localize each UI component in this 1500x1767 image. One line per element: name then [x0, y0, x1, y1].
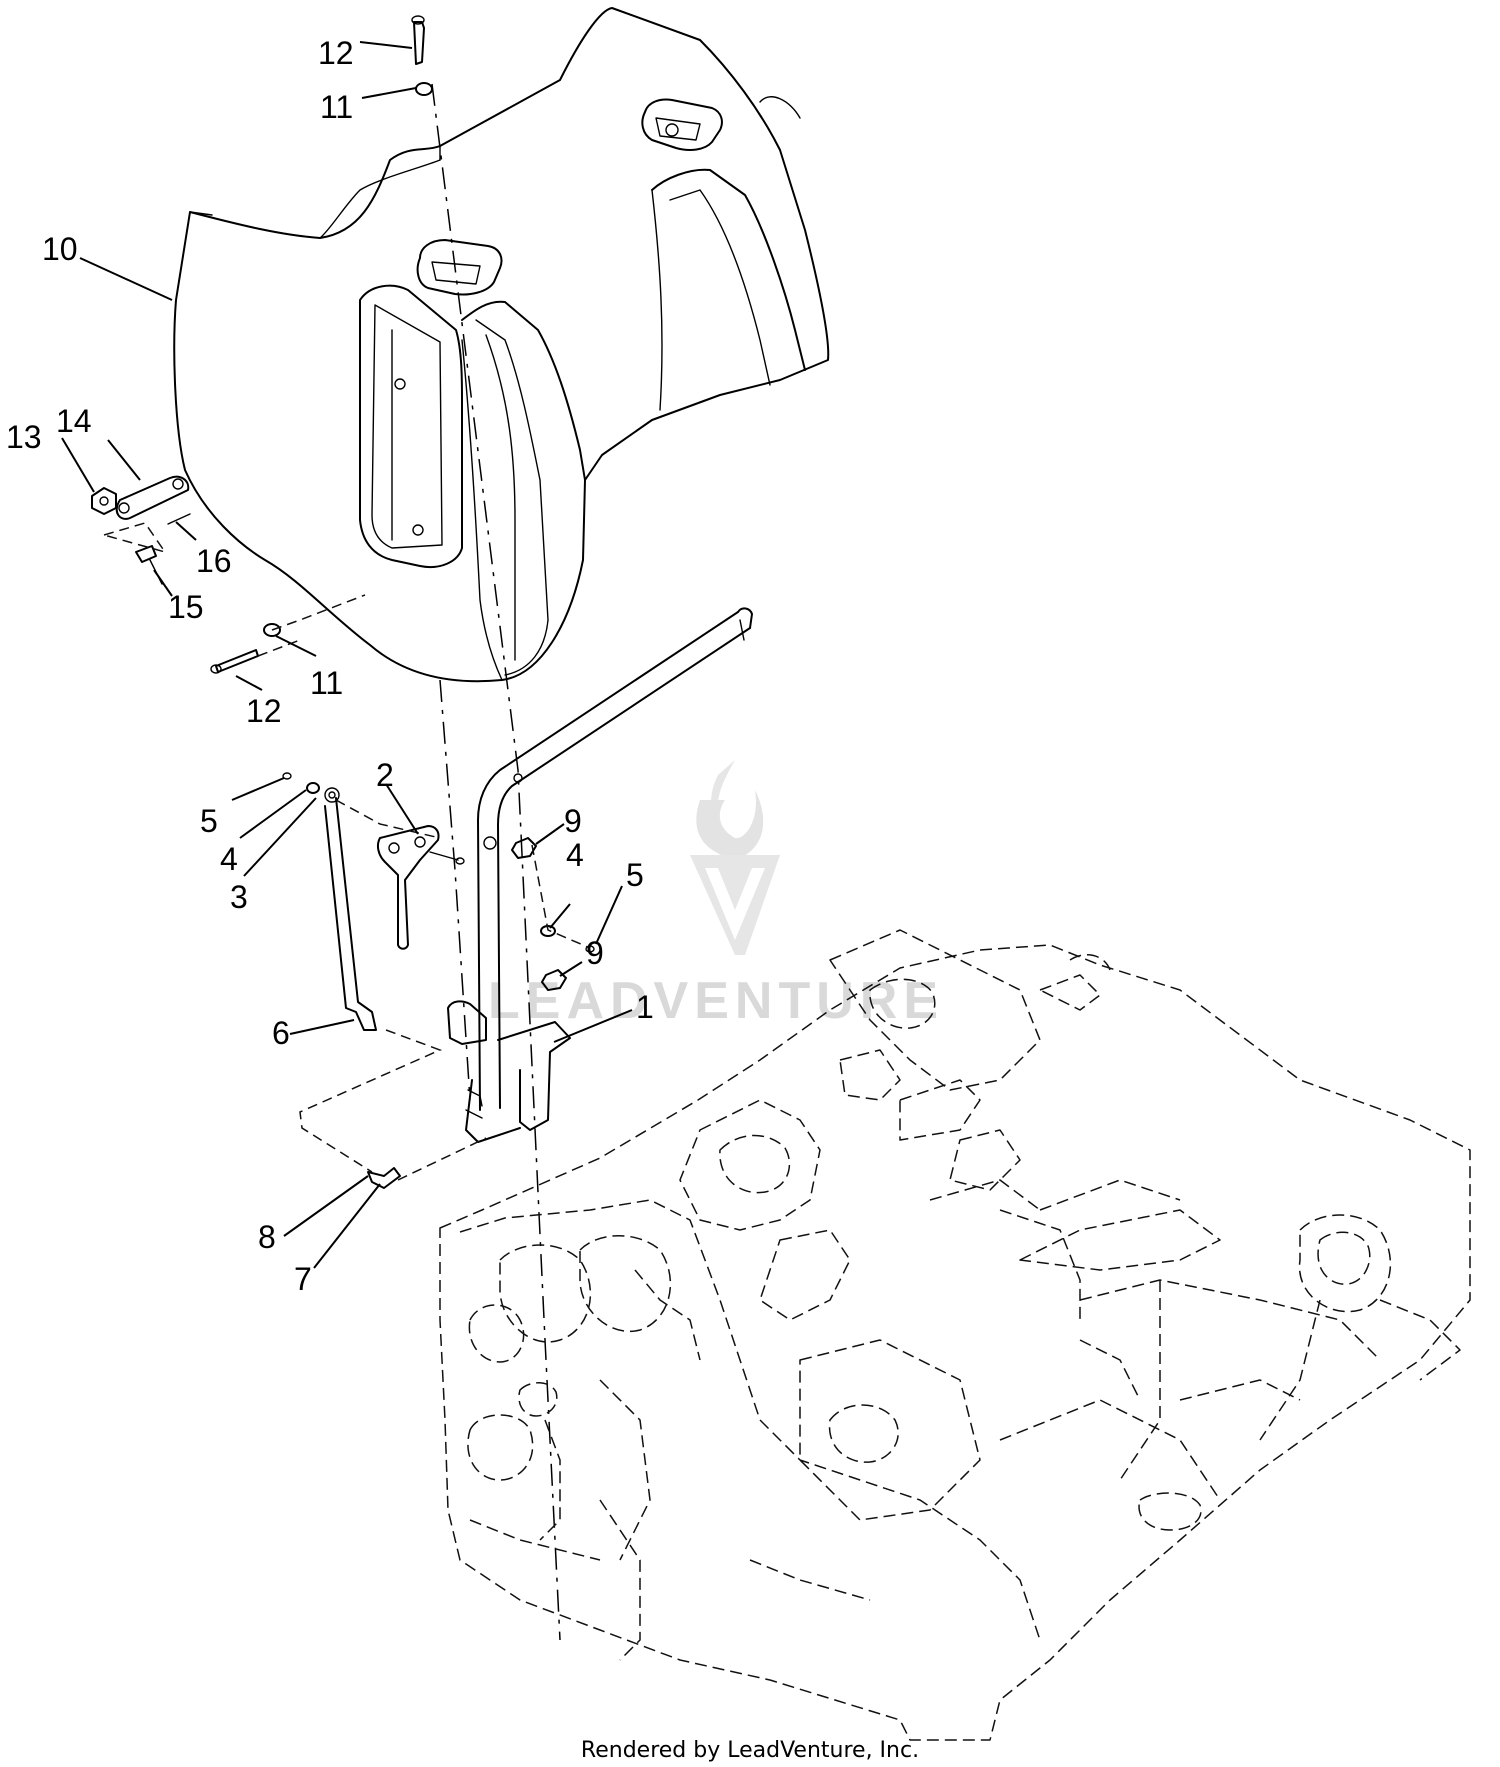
callout-5: 5	[626, 857, 644, 893]
callout-6: 6	[272, 1015, 290, 1051]
chassis-frame	[439, 929, 1471, 1741]
callout-9: 9	[564, 803, 582, 839]
callout-4: 4	[566, 837, 584, 873]
callout-3: 3	[230, 879, 248, 915]
leadventure-watermark	[690, 760, 780, 955]
rod	[324, 787, 377, 1031]
callout-5: 5	[200, 803, 218, 839]
callout-15: 15	[168, 589, 204, 625]
callout-leaders	[61, 41, 633, 1269]
alignment-line	[431, 83, 561, 1641]
console-cover	[173, 7, 830, 683]
callout-12: 12	[318, 35, 354, 71]
callout-9: 9	[586, 935, 604, 971]
callout-labels: 12 11 10 13 14 16 15 11 12 2 5 4 3 9 4 5…	[6, 35, 654, 1297]
callout-14: 14	[56, 403, 92, 439]
footer-credit: Rendered by LeadVenture, Inc.	[580, 1738, 920, 1763]
callout-2: 2	[376, 757, 394, 793]
callout-7: 7	[294, 1261, 312, 1297]
control-lever	[447, 607, 753, 1143]
callout-12: 12	[246, 693, 282, 729]
callout-11: 11	[320, 89, 353, 125]
watermark-text: LEADVENTURE	[488, 972, 944, 1030]
callout-1: 1	[636, 989, 654, 1025]
callout-11: 11	[310, 665, 343, 701]
assembly-leaders	[103, 522, 591, 1181]
alignment-line	[439, 679, 471, 1101]
callout-16: 16	[196, 543, 232, 579]
pivot-plate	[376, 825, 465, 950]
callout-8: 8	[258, 1219, 276, 1255]
callout-4: 4	[220, 841, 238, 877]
callout-13: 13	[6, 419, 42, 455]
callout-10: 10	[42, 231, 78, 267]
hardware	[91, 15, 595, 1189]
